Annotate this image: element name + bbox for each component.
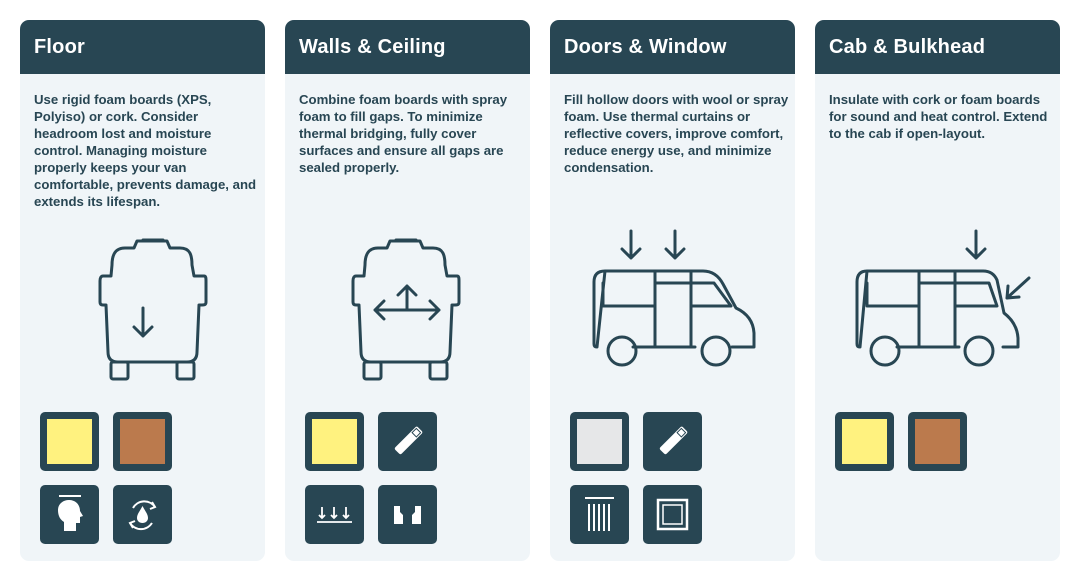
headroom-icon bbox=[40, 485, 99, 544]
van-side-cab-illustration bbox=[855, 229, 1031, 367]
rigid-foam-board-tile bbox=[40, 412, 99, 471]
cork-board-tile bbox=[908, 412, 967, 471]
card-walls-ceiling: Walls & Ceiling Combine foam boards with… bbox=[285, 20, 530, 561]
card-description: Use rigid foam boards (XPS, Polyiso) or … bbox=[34, 92, 257, 209]
spray-foam-icon bbox=[643, 412, 702, 471]
spray-foam-icon bbox=[378, 412, 437, 471]
rigid-foam-swatch bbox=[312, 419, 357, 464]
cork-board-tile bbox=[113, 412, 172, 471]
card-title: Walls & Ceiling bbox=[285, 20, 530, 74]
van-side-illustration bbox=[592, 229, 756, 367]
card-doors-window: Doors & Window Fill hollow doors with wo… bbox=[550, 20, 795, 561]
van-rear-illustration bbox=[351, 238, 461, 381]
card-floor: Floor Use rigid foam boards (XPS, Polyis… bbox=[20, 20, 265, 561]
van-rear-illustration bbox=[98, 238, 208, 381]
card-description: Fill hollow doors with wool or spray foa… bbox=[564, 92, 789, 175]
thermal-curtain-icon bbox=[570, 485, 629, 544]
card-title: Cab & Bulkhead bbox=[815, 20, 1060, 74]
gap-sealing-icon bbox=[378, 485, 437, 544]
window-cover-icon bbox=[643, 485, 702, 544]
card-description: Insulate with cork or foam boards for so… bbox=[829, 92, 1048, 141]
rigid-foam-board-tile bbox=[835, 412, 894, 471]
wool-insulation-tile bbox=[570, 412, 629, 471]
thermal-bridging-icon bbox=[305, 485, 364, 544]
card-cab-bulkhead: Cab & Bulkhead Insulate with cork or foa… bbox=[815, 20, 1060, 561]
wool-swatch bbox=[577, 419, 622, 464]
moisture-control-icon bbox=[113, 485, 172, 544]
rigid-foam-swatch bbox=[842, 419, 887, 464]
cork-swatch bbox=[915, 419, 960, 464]
card-title: Doors & Window bbox=[550, 20, 795, 74]
card-title: Floor bbox=[20, 20, 265, 74]
card-description: Combine foam boards with spray foam to f… bbox=[299, 92, 508, 175]
rigid-foam-swatch bbox=[47, 419, 92, 464]
rigid-foam-board-tile bbox=[305, 412, 364, 471]
cork-swatch bbox=[120, 419, 165, 464]
